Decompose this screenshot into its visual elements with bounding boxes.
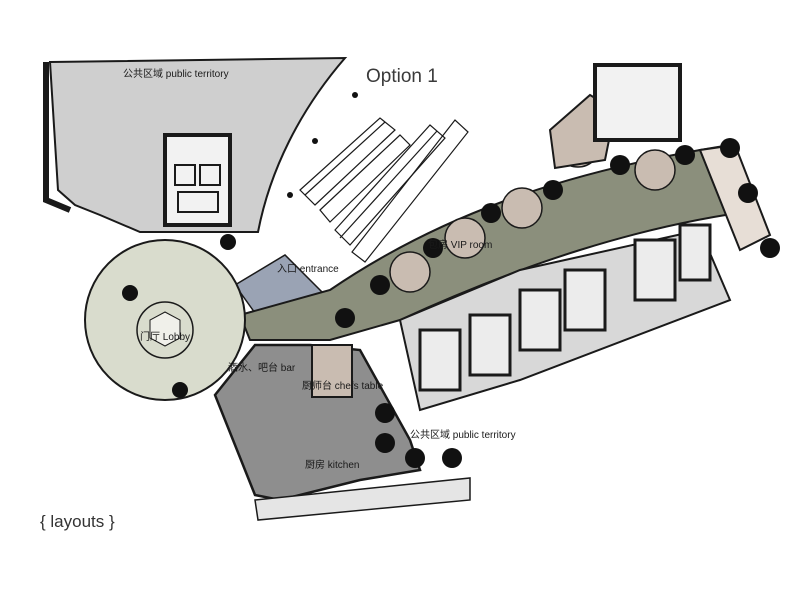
escalator-group bbox=[299, 117, 469, 263]
label-public-territory-right: 公共区域 public territory bbox=[410, 430, 516, 441]
lobby-inner-ring bbox=[136, 301, 194, 359]
label-chefs-table: 厨师台 chefs table bbox=[302, 381, 384, 392]
label-bar: 酒水、吧台 bar bbox=[228, 363, 296, 374]
service-room-cells bbox=[418, 223, 712, 392]
label-vip-room: 包房 VIP room bbox=[428, 240, 493, 251]
stair-core-right bbox=[593, 63, 682, 142]
label-public-territory-top: 公共区域 public territory bbox=[123, 69, 229, 80]
layouts-caption: { layouts } bbox=[40, 512, 115, 531]
kitchen-service-strip bbox=[254, 477, 471, 521]
elevator-left-c bbox=[177, 191, 219, 213]
elevator-left-b bbox=[199, 164, 221, 186]
label-lobby: 门厅 Lobby bbox=[140, 332, 191, 343]
chefs-table bbox=[311, 344, 353, 398]
structural-columns bbox=[122, 92, 780, 468]
public-territory-edge-wall bbox=[43, 62, 72, 213]
label-entrance: 入口 entrance bbox=[277, 264, 339, 275]
lobby-table bbox=[149, 311, 181, 347]
option-title: Option 1 bbox=[366, 66, 438, 87]
label-kitchen: 厨房 kitchen bbox=[305, 460, 360, 471]
elevator-left-a bbox=[174, 164, 196, 186]
